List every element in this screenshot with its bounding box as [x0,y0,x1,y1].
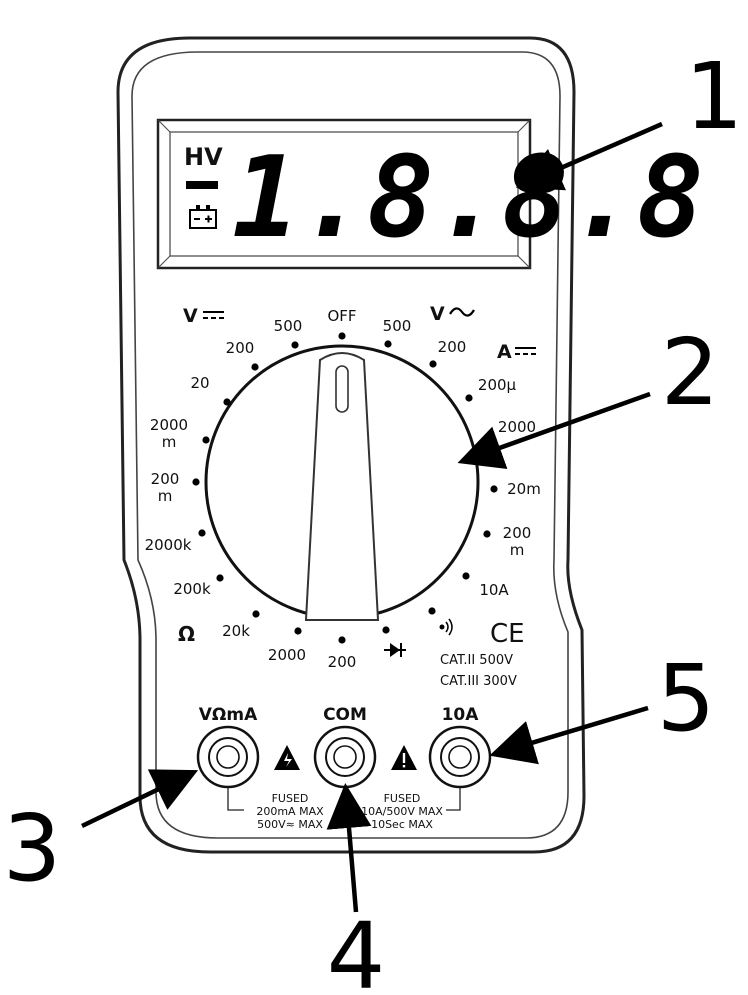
dial-vdc-200m-unit: m [158,487,173,505]
jack-10a[interactable] [428,725,492,789]
warning-caution-icon [391,745,417,770]
callout-arrows [81,121,663,913]
ohm-range-label: Ω [178,622,195,646]
dial-adc-200m-label: 200 [503,524,532,542]
dc-symbol-icon [203,311,224,319]
dial-vdc-2000m-unit: m [162,433,177,451]
warning-high-voltage-icon [274,745,300,770]
dial-ohm-2000k-label: 2000k [145,536,192,554]
fuse-right-line2: 10A/500V MAX [361,805,443,818]
minus-sign-indicator [186,181,218,189]
hv-indicator: HV [184,143,223,171]
callout-number-1: 1 [685,43,744,150]
fuse-left-line3: 500V≈ MAX [257,818,323,831]
dial-dots [192,332,498,644]
cat3-rating: CAT.III 300V [440,674,517,689]
fuse-left-line2: 200mA MAX [256,805,324,818]
dial-adc-200m-unit: m [510,541,525,559]
dial-vac-200-label: 200 [438,338,467,356]
callout-number-5: 5 [657,645,716,752]
selector-knob-grip [304,352,380,621]
dial-adc-2000u-label: 2000 [498,418,536,436]
dial-vdc-2000m-label: 2000 [150,416,188,434]
dial-vdc-20-label: 20 [190,374,209,392]
cat2-rating: CAT.II 500V [440,653,513,668]
dial-vac-500-label: 500 [383,317,412,335]
battery-icon [189,205,217,229]
dial-ohm-2000-label: 2000 [268,646,306,664]
adc-range-label: A [497,341,512,363]
callout-number-4: 4 [327,903,386,995]
continuity-buzzer-icon [439,618,453,636]
dial-off-label: OFF [327,307,356,325]
dial-ohm-200-label: 200 [328,653,357,671]
vdc-range-label: V [183,305,198,327]
dial-ohm-20k-label: 20k [222,622,250,640]
jack-vohm[interactable] [196,725,260,789]
callout-arrow-3 [81,769,199,829]
jack-10a-label: 10A [442,705,480,725]
dial-vdc-200m-label: 200 [151,470,180,488]
ac-symbol-icon [449,307,475,317]
jack-com[interactable] [313,725,377,789]
rotary-selector[interactable] [204,344,480,621]
callout-arrow-4 [326,783,372,913]
jack-com-label: COM [323,705,367,725]
fuse-left-line1: FUSED [272,792,309,805]
selector-pointer [335,365,349,413]
dial-vdc-200-label: 200 [226,339,255,357]
fuse-right-line3: 10Sec MAX [371,818,433,831]
adc-dc-symbol-icon [515,347,536,355]
dial-adc-20m-label: 20m [507,480,541,498]
jack-vohm-label: VΩmA [199,705,258,725]
callout-arrow-5 [489,705,649,765]
lcd-display: HV 1.8.8.8 [156,118,704,270]
dial-vdc-500-label: 500 [274,317,303,335]
dial-adc-10a-label: 10A [479,581,509,599]
dial-ohm-200k-label: 200k [173,580,211,598]
callout-arrow-2 [457,391,651,470]
meter-body-inner [131,51,569,839]
lcd-digits: 1.8.8.8 [232,133,704,263]
callout-number-3: 3 [3,795,62,902]
callout-number-2: 2 [661,319,720,426]
ce-mark: CE [490,619,525,649]
diode-icon [384,643,406,657]
fuse-right-line1: FUSED [384,792,421,805]
vac-range-label: V [430,303,445,325]
dial-adc-200u-label: 200μ [478,376,517,394]
callout-arrow-1 [515,121,663,191]
